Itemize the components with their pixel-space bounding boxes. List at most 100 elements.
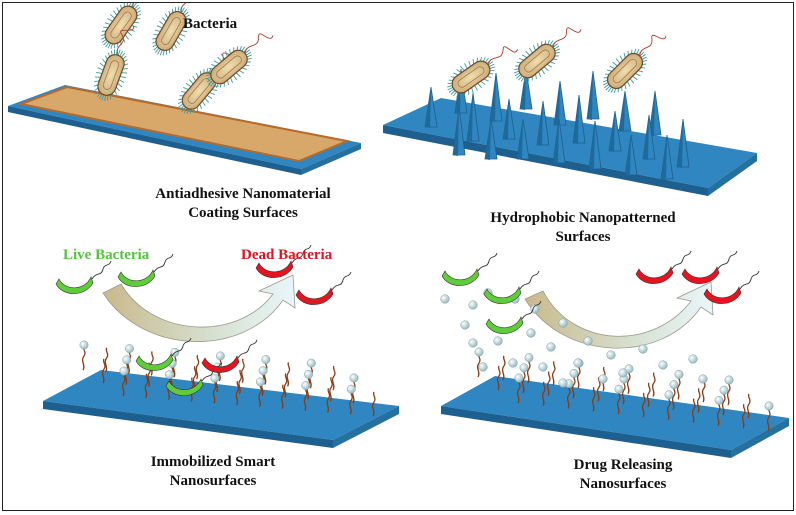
polymer-chain: [641, 392, 646, 418]
drug-particle: [79, 340, 89, 350]
drug-particle: [526, 328, 536, 338]
polymer-chain: [195, 354, 200, 380]
bacterium-icon: [55, 260, 112, 294]
drug-particle: [558, 378, 568, 388]
bacteria-label: Bacteria: [183, 16, 238, 32]
polymer-chain: [371, 391, 376, 417]
substrate-side: [301, 143, 361, 175]
drug-particle: [546, 342, 556, 352]
polymer-chain: [326, 388, 331, 413]
drug-particle: [558, 318, 568, 328]
drug-particle: [669, 380, 679, 390]
drug-particle: [569, 368, 579, 378]
conversion-arrow: [524, 281, 714, 349]
antiadhesive-caption: Antiadhesive Nanomaterial Coating Surfac…: [155, 186, 331, 221]
drug-killed-bacteria: [441, 250, 760, 334]
planktonic-bacteria-group: [447, 27, 667, 97]
contact-killing-bacteria: [55, 244, 352, 396]
bacterium-icon: [201, 339, 258, 373]
drug-loaded-polymer-brushes: [474, 347, 774, 432]
drug-particle: [508, 358, 518, 368]
conversion-arrow: [102, 274, 296, 342]
polymer-chain: [696, 388, 701, 413]
drug-particle: [122, 355, 132, 365]
polymer-chain: [551, 361, 556, 386]
drug-particle: [258, 366, 268, 376]
polymer-chain: [104, 347, 109, 373]
bacterium-icon: [447, 46, 518, 97]
tan-coating-layer: [17, 85, 351, 163]
drug-particle: [261, 355, 271, 364]
drug-particle: [301, 381, 311, 390]
drug-particle: [119, 366, 129, 376]
drug-particle: [478, 362, 488, 372]
polymer-chain: [526, 358, 531, 383]
dead-bacteria-label: Dead Bacteria: [241, 247, 333, 263]
drug-particle: [658, 360, 668, 370]
substrate-edge: [383, 125, 708, 196]
drug-particle: [165, 370, 174, 380]
polymer-chain: [746, 393, 751, 419]
bacterium-icon: [135, 337, 192, 371]
drug-particle: [440, 294, 450, 304]
polymer-chain: [726, 380, 731, 406]
drug-particle: [606, 350, 616, 360]
bacterium-icon: [681, 250, 738, 284]
polymer-chain: [101, 358, 106, 384]
drug-particle: [764, 401, 774, 411]
substrate-edge: [441, 406, 731, 458]
bacterium-icon: [635, 250, 692, 284]
polymer-chain: [546, 371, 551, 396]
hydrophobic-panel: [383, 98, 757, 196]
drug-particle: [688, 354, 698, 364]
drug-particle: [210, 373, 220, 383]
drug-particle: [583, 336, 593, 346]
polymer-chain: [235, 380, 240, 406]
drug-particle: [530, 304, 540, 314]
drug-particle: [698, 374, 708, 384]
figure-illustration: [8, 3, 789, 458]
drug-releasing-panel: [441, 376, 789, 458]
polymer-chain: [281, 384, 285, 410]
drug-particle: [304, 369, 313, 379]
drug-particle: [614, 384, 624, 394]
drug-particle: [519, 363, 529, 373]
substrate-side: [333, 406, 399, 448]
drug-particle: [538, 362, 548, 372]
drug-particle: [638, 344, 648, 354]
blue-substrate: [43, 370, 399, 440]
polymer-chain: [541, 381, 546, 407]
drug-particle: [460, 320, 470, 330]
released-drug-particles: [440, 288, 708, 388]
drug-particle: [719, 385, 729, 395]
polymer-chain: [192, 365, 197, 391]
drug-particle: [468, 338, 478, 348]
drug-particle: [306, 358, 316, 368]
drug-particle: [724, 375, 734, 385]
drug-releasing-caption: Drug Releasing Nanosurfaces: [573, 457, 673, 492]
drug-particle: [349, 373, 359, 383]
drug-particle: [474, 347, 484, 357]
polymer-chain: [496, 365, 501, 391]
drug-particle: [493, 336, 503, 346]
drug-particle: [468, 300, 478, 310]
immobilized-panel: [43, 370, 399, 448]
blue-substrate: [441, 376, 789, 450]
bacterium-icon: [206, 33, 274, 89]
polymer-chain: [741, 403, 746, 429]
polymer-chain: [283, 373, 288, 398]
polymer-chain: [241, 358, 245, 384]
antiadhesive-panel: [8, 85, 361, 175]
drug-particle: [714, 395, 724, 405]
polymer-chain: [576, 363, 581, 389]
immobilized-caption: Immobilized Smart Nanosurfaces: [150, 454, 276, 489]
bacterium-icon: [101, 3, 156, 49]
hydrophobic-caption: Hydrophobic Nanopatterned Surfaces: [490, 210, 676, 245]
polymer-chain: [676, 375, 681, 400]
polymer-chain: [651, 372, 656, 397]
polymer-chain: [150, 351, 154, 376]
substrate-side: [731, 418, 789, 458]
drug-particle: [524, 353, 534, 363]
drug-particle: [573, 358, 583, 368]
drug-particle: [618, 368, 628, 378]
